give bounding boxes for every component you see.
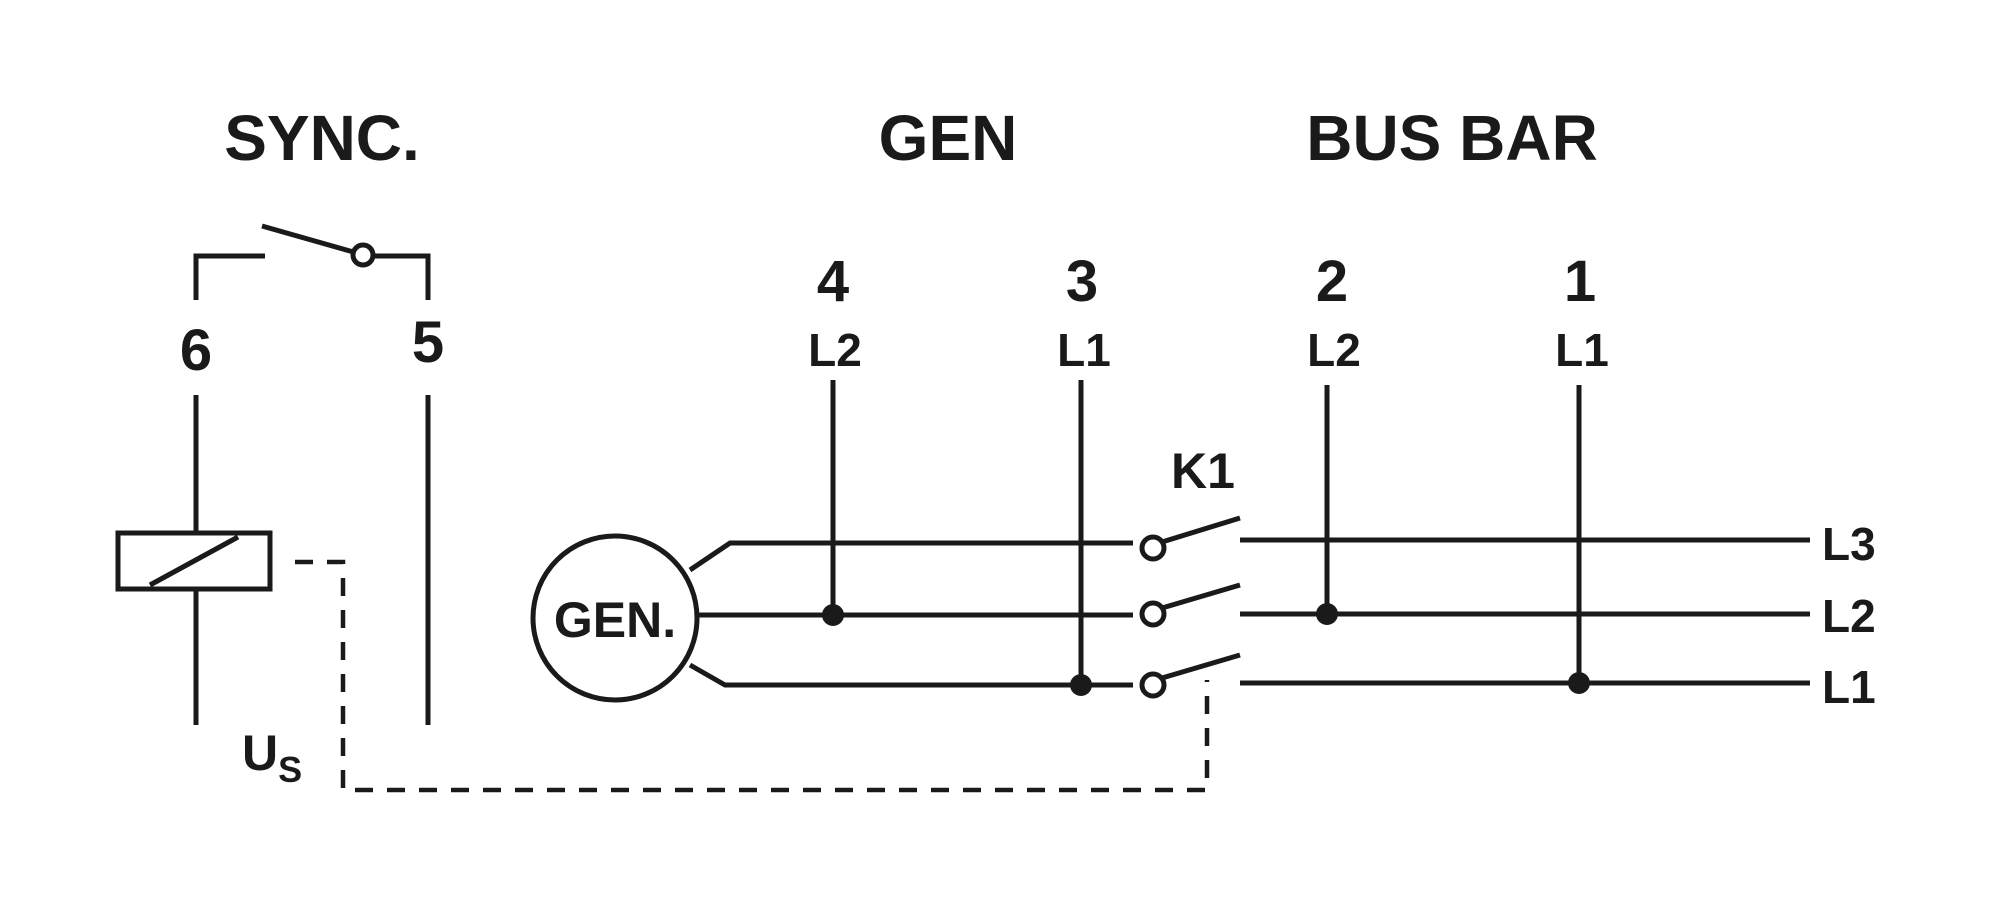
terminal-1-number: 1 — [1564, 249, 1596, 314]
terminal-5-number: 5 — [412, 310, 444, 375]
contactor-k1 — [1139, 515, 1241, 699]
terminal-2-phase: L2 — [1307, 324, 1361, 376]
sync-header: SYNC. — [224, 102, 420, 174]
supply-voltage-subscript: S — [278, 749, 302, 790]
supply-voltage-label: US — [242, 725, 302, 790]
terminal-6-number: 6 — [180, 318, 212, 383]
control-link-dashed — [295, 559, 1210, 793]
terminal-3-phase: L1 — [1057, 324, 1111, 376]
gen-phase-l1-wire — [688, 662, 1133, 688]
busbar-header: BUS BAR — [1306, 102, 1598, 174]
terminal-1-junction — [1568, 672, 1590, 694]
relay-coil — [115, 530, 273, 592]
terminal-4-junction — [822, 604, 844, 626]
terminal-3-number: 3 — [1066, 249, 1098, 314]
terminal-1-phase: L1 — [1555, 324, 1609, 376]
terminal-2-junction — [1316, 603, 1338, 625]
gen-phase-l3-wire — [688, 540, 1133, 573]
gen-header: GEN — [879, 102, 1018, 174]
generator-label: GEN. — [554, 592, 676, 648]
terminal-4-number: 4 — [817, 249, 849, 314]
supply-voltage-main: U — [242, 725, 278, 781]
sync-relay-contact — [193, 223, 431, 300]
terminal-3-junction — [1070, 674, 1092, 696]
line-label-l2: L2 — [1822, 590, 1876, 642]
line-label-l1: L1 — [1822, 661, 1876, 713]
terminal-4-phase: L2 — [808, 324, 862, 376]
generator-circle — [530, 533, 700, 703]
terminal-2-number: 2 — [1316, 249, 1348, 314]
contactor-k1-label: K1 — [1171, 443, 1235, 499]
line-label-l3: L3 — [1822, 518, 1876, 570]
